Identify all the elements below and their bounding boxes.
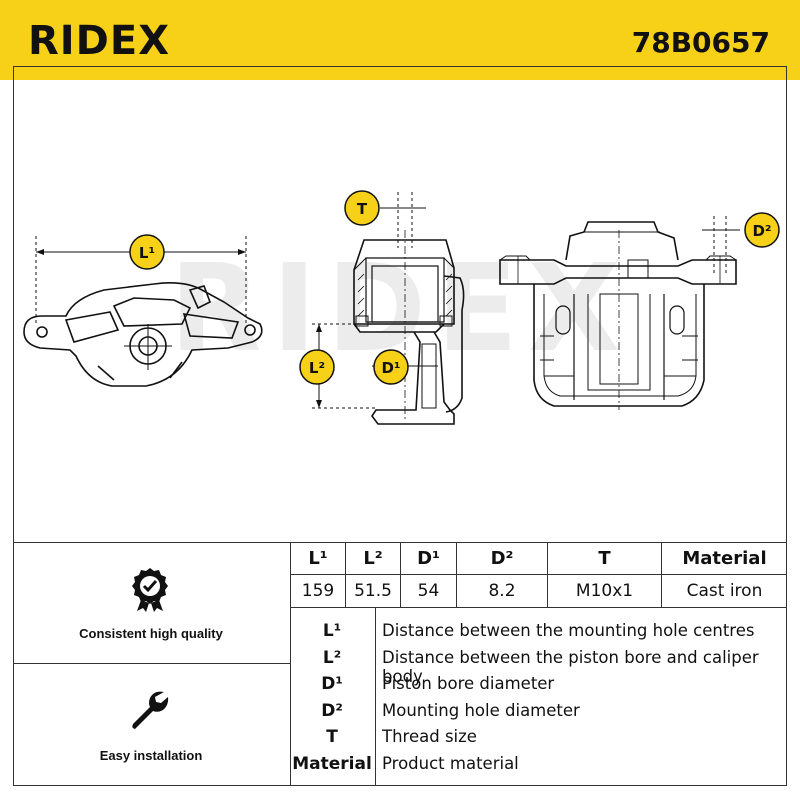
dimension-badge-d2: D²: [744, 212, 780, 248]
legend-text-t: Thread size: [382, 727, 477, 746]
legend-key-l2: L²: [322, 648, 342, 668]
technical-drawing: RIDEX L¹: [23, 190, 780, 425]
spec-value-material: Cast iron: [686, 581, 763, 601]
dimension-badge-l1: L¹: [129, 234, 165, 270]
legend-text-d1: Piston bore diameter: [382, 674, 555, 693]
divider-spec-values: [290, 607, 787, 608]
part-number: 78B0657: [631, 26, 770, 59]
spec-value-d1: 54: [417, 581, 440, 601]
svg-text:L²: L²: [309, 359, 325, 377]
divider-features: [13, 663, 290, 664]
spec-header-l2: L²: [363, 547, 383, 569]
spec-col-divider-5: [661, 542, 662, 607]
legend-key-d2: D²: [321, 701, 343, 721]
divider-left-column: [290, 542, 291, 786]
spec-header-l1: L¹: [308, 547, 328, 569]
dimension-badge-l2: L²: [299, 349, 335, 385]
spec-col-divider-2: [400, 542, 401, 607]
legend-key-d1: D¹: [321, 674, 343, 694]
svg-text:D²: D²: [752, 222, 771, 240]
legend-key-t: T: [326, 727, 338, 747]
caliper-front-view: [499, 216, 740, 410]
legend-text-d2: Mounting hole diameter: [382, 701, 580, 720]
legend-key-material: Material: [292, 754, 372, 774]
svg-text:D¹: D¹: [381, 359, 400, 377]
caliper-side-view: [23, 236, 263, 387]
spec-header-material: Material: [682, 547, 767, 569]
content-frame: [13, 66, 787, 786]
spec-value-d2: 8.2: [488, 581, 516, 601]
feature-label-installation: Easy installation: [99, 748, 203, 763]
wrench-icon: [132, 691, 169, 729]
spec-header-t: T: [598, 547, 611, 569]
spec-col-divider-4: [547, 542, 548, 607]
legend-text-l2: Distance between the piston bore and cal…: [382, 648, 759, 686]
legend-text-l1: Distance between the mounting hole centr…: [382, 621, 755, 640]
divider-spec-header: [290, 574, 787, 575]
spec-col-divider-1: [345, 542, 346, 607]
quality-badge-icon: [132, 568, 168, 612]
legend-key-l1: L¹: [322, 621, 342, 641]
spec-value-l2: 51.5: [354, 581, 392, 601]
spec-header-d2: D²: [490, 547, 514, 569]
spec-header-d1: D¹: [417, 547, 440, 569]
spec-col-divider-3: [456, 542, 457, 607]
dimension-badge-d1: D¹: [373, 349, 409, 385]
svg-text:T: T: [357, 200, 368, 218]
dimension-badge-t: T: [344, 190, 380, 226]
feature-label-quality: Consistent high quality: [79, 626, 223, 641]
caliper-section-view: [312, 192, 465, 425]
svg-text:L¹: L¹: [139, 244, 155, 262]
divider-legend-keys: [375, 607, 376, 786]
brand-logo: RIDEX: [28, 18, 171, 64]
legend-text-material: Product material: [382, 754, 519, 773]
spec-value-l1: 159: [301, 581, 335, 601]
spec-value-t: M10x1: [575, 581, 634, 601]
